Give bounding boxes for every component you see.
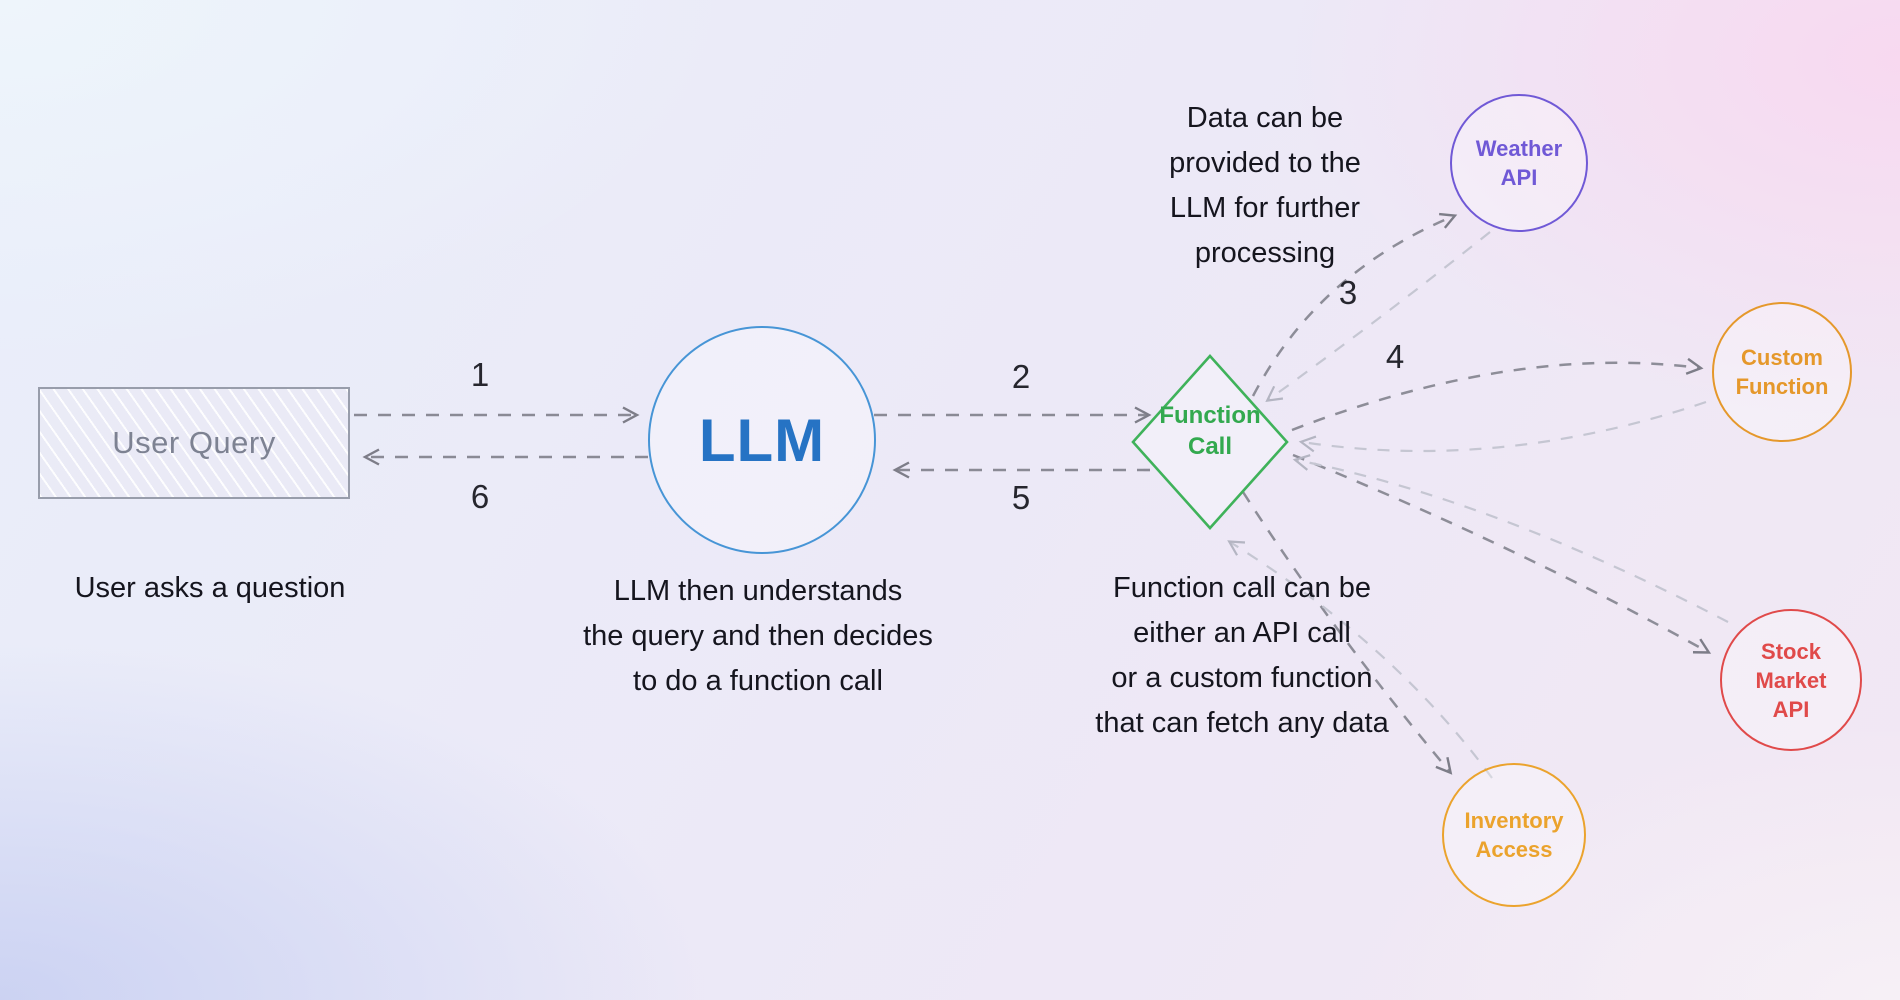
service-node-stock-market-api: Stock Market API [1720, 609, 1862, 751]
function-call-diamond [1131, 354, 1289, 530]
arrow-stock-to-functioncall [1292, 454, 1729, 623]
arrow-step3-weather-to-functioncall [1265, 231, 1491, 402]
function-call-label: Function Call [1159, 402, 1261, 460]
user-query-node: User Query [38, 387, 350, 499]
caption-data-provided: Data can be provided to the LLM for furt… [1169, 102, 1361, 269]
service-node-custom-function: Custom Function [1712, 302, 1852, 442]
arrow-custom-to-functioncall [1298, 400, 1707, 453]
service-node-weather-api: Weather API [1450, 94, 1588, 232]
service-node-inventory-access: Inventory Access [1442, 763, 1586, 907]
arrow-functioncall-to-inventory [1241, 491, 1453, 775]
arrow-inventory-to-functioncall [1227, 540, 1493, 779]
arrow-functioncall-to-weather [1251, 212, 1458, 397]
user-query-label: User Query [112, 425, 276, 460]
step-number-3: 3 [1338, 274, 1358, 311]
step-number-4: 4 [1385, 338, 1405, 375]
weather-api-label: Weather API [1475, 136, 1563, 190]
stock-market-api-label: Stock Market API [1755, 638, 1827, 722]
llm-label: LLM [698, 406, 826, 474]
custom-function-label: Custom Function [1735, 345, 1829, 399]
caption-user-asks: User asks a question [74, 572, 346, 604]
step-number-6: 6 [470, 478, 490, 515]
step-number-5: 5 [1011, 479, 1031, 516]
arrow-functioncall-to-stock [1292, 453, 1712, 654]
step-number-1: 1 [470, 356, 490, 393]
arrow-step4-functioncall-to-custom [1291, 357, 1704, 432]
caption-function-call-types: Function call can be either an API call … [1095, 572, 1389, 739]
llm-node: LLM [648, 326, 876, 554]
step-number-2: 2 [1011, 358, 1031, 395]
caption-llm-understands: LLM then understands the query and then … [583, 575, 933, 697]
inventory-access-label: Inventory Access [1464, 808, 1564, 862]
